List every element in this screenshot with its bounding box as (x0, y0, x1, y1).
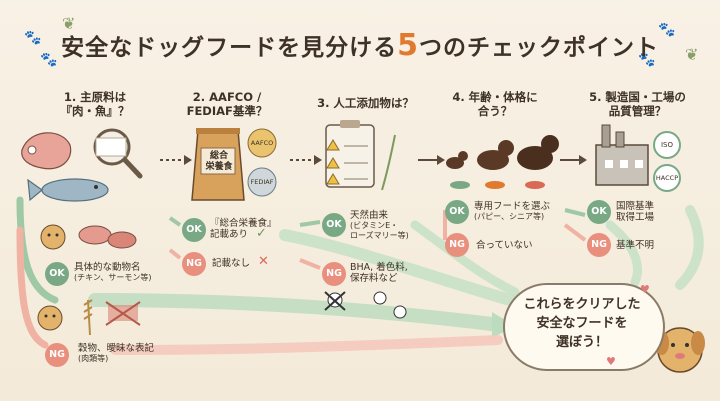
step1-ng-text: 穀物、曖昧な表記(肉類等) (78, 343, 155, 363)
paw-icon: 🐾 (658, 22, 676, 38)
ng-badge: NG (45, 343, 69, 367)
conclusion-text: これらをクリアした 安全なフードを 選ぼう！ (523, 297, 641, 350)
skull-icon (373, 291, 387, 305)
step3-ok-text: 天然由来(ビタミンE・ローズマリー等) (350, 210, 409, 240)
step2-ok-text: 『総合栄養食』記載あり (210, 218, 277, 240)
step-1-heading: 1. 主原料は『肉・魚』？ (60, 90, 130, 118)
skull-icon (324, 291, 346, 311)
step5-ng-text: 基準不明 (616, 240, 655, 251)
step1-ok-text: 具体的な動物名(チキン、サーモン等) (74, 262, 152, 282)
ok-badge: OK (587, 200, 611, 224)
dog-icon (37, 305, 63, 331)
ok-badge: OK (182, 218, 206, 242)
step4-ok-text: 専用フードを選ぶ(パピー、シニア等) (474, 201, 551, 221)
step-3-heading: 3. 人工添加物は？ (317, 96, 414, 110)
ok-badge: OK (322, 213, 346, 237)
ng-badge: NG (445, 233, 469, 257)
ok-badge: OK (45, 262, 69, 286)
page-title: 安全なドッグフードを見分ける5つのチェックポイント (61, 28, 659, 63)
dog-icon (40, 224, 66, 250)
dog-icon (477, 140, 514, 170)
seal-haccp (653, 164, 681, 192)
dog-icon (517, 135, 559, 170)
clipboard-icon (325, 120, 375, 188)
food-bag-icon (191, 128, 245, 201)
food-bag-label: 総合栄養食 (205, 151, 233, 172)
conclusion-bubble (503, 283, 665, 371)
step2-ng-text: 記載なし (212, 258, 251, 269)
arrow-step1-ng (16, 226, 49, 349)
ok-badge: OK (445, 200, 469, 224)
leaf-icon: ❦ (685, 45, 699, 64)
grain-icon (83, 299, 93, 336)
step4-ng-text: 合っていない (476, 240, 533, 251)
seal-iso-label: ISO (660, 141, 674, 149)
magnifier-icon (93, 128, 143, 179)
skull-icon (393, 305, 407, 319)
seal-haccp-label: HACCP (655, 174, 679, 182)
ng-badge: NG (182, 252, 206, 276)
fish-icon (27, 178, 109, 202)
paw-icon: 🐾 (24, 30, 42, 46)
arrow-step5-flow (605, 220, 642, 287)
leaf-icon: ❦ (62, 14, 76, 33)
step3-ng-text: BHA, 着色料,保存料など (350, 262, 408, 284)
step-5-heading: 5. 製造国・工場の品質管理？ (589, 90, 686, 118)
paw-icon: 🐾 (40, 52, 58, 68)
meat-icon (21, 132, 72, 170)
cross-icon (105, 301, 141, 326)
ng-badge: NG (587, 233, 611, 257)
ng-badge: NG (322, 262, 346, 286)
meat-icon (78, 225, 137, 249)
seal-aafco-label: AAFCO (250, 139, 274, 147)
factory-icon (595, 124, 649, 186)
rosemary-icon (381, 134, 396, 191)
arrow-step3-flow (279, 229, 516, 306)
arrow-right-flow (675, 205, 704, 290)
step5-ok-text: 国際基準取得工場 (616, 201, 655, 223)
step-2-heading: 2. AAFCO /FEDIAF基準？ (186, 90, 268, 118)
seal-fediaf (247, 167, 277, 197)
paw-icon: 🐾 (638, 52, 656, 68)
arrow-ok-flow (88, 293, 507, 332)
cross-icon: ✕ (258, 254, 269, 269)
step-4-heading: 4. 年齢・体格に合う？ (452, 90, 538, 118)
seal-aafco (247, 128, 277, 158)
arrow-ng-flow (110, 335, 503, 355)
heart-icon: ♥ (606, 355, 616, 368)
check-icon: ✓ (256, 226, 267, 241)
dog-icon (446, 151, 468, 169)
arrow-step1-ok (16, 196, 59, 304)
seal-iso (653, 131, 681, 159)
heart-icon: ♥ (640, 283, 650, 296)
arrow-step4-flow (410, 220, 520, 297)
seal-fediaf-label: FEDIAF (250, 178, 274, 186)
